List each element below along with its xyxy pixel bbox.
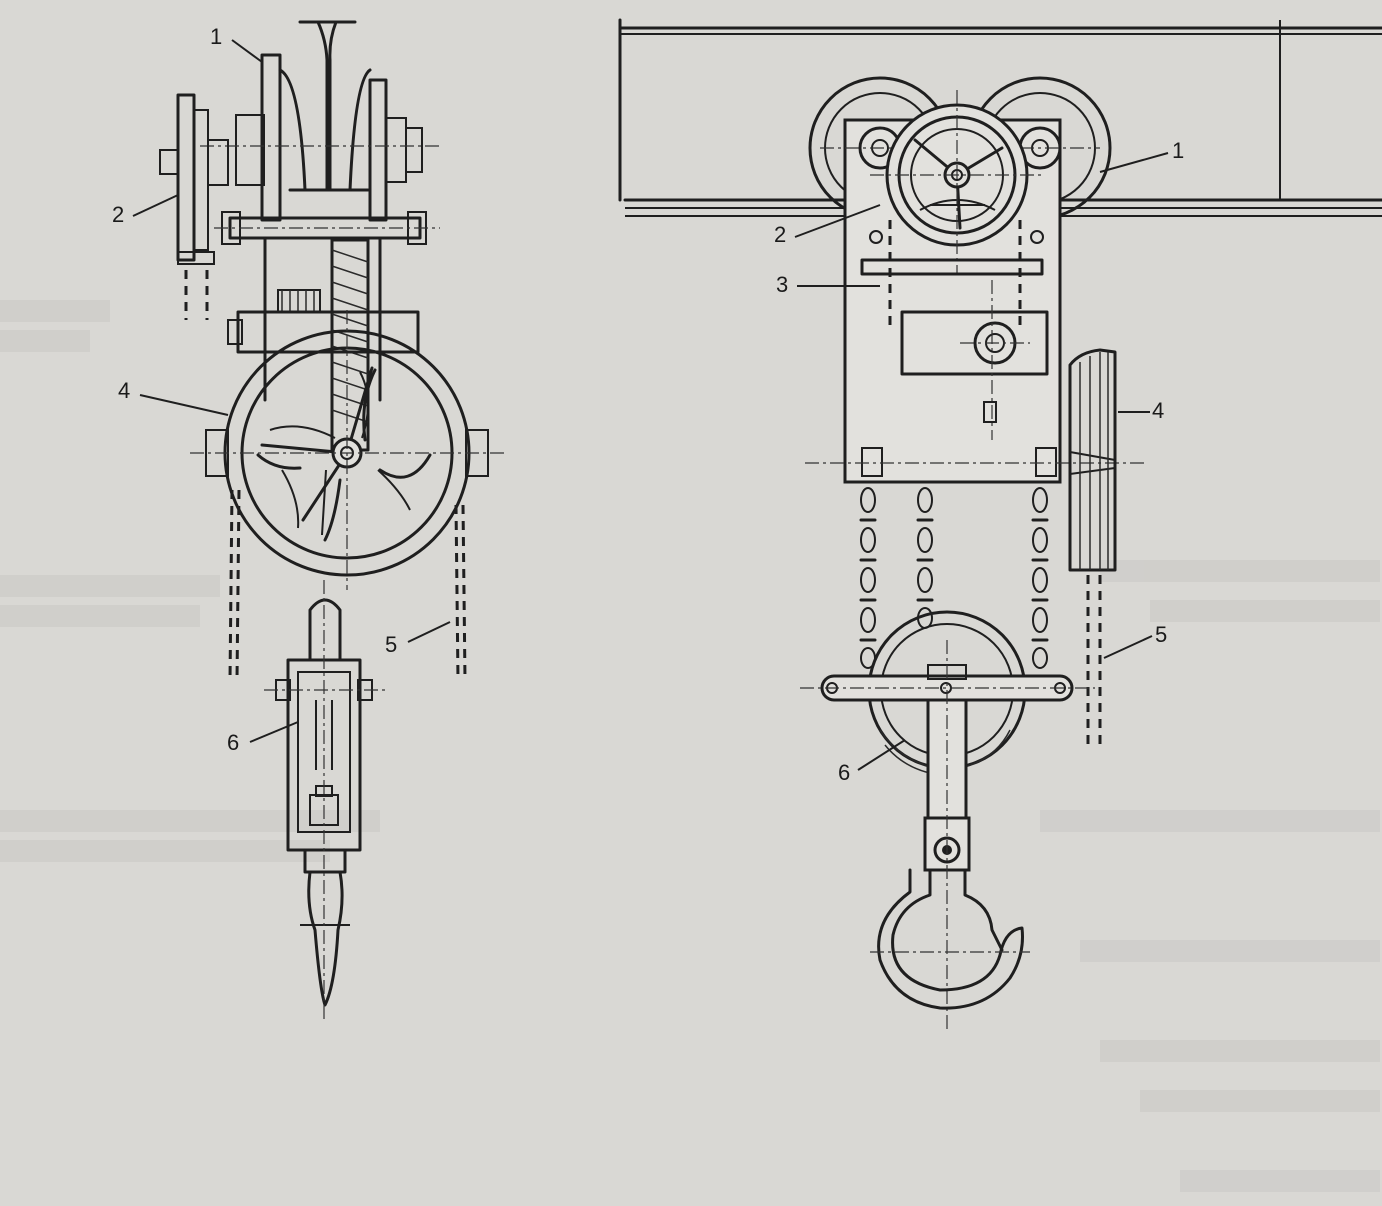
- label-2-right: 2: [774, 222, 786, 247]
- hook-front: [870, 868, 1030, 1010]
- hook-block: [264, 580, 385, 1020]
- label-1-right: 1: [1172, 138, 1184, 163]
- traverse-hand-wheel-front: [870, 90, 1045, 275]
- left-view-hoist: 1 2 4 5 6: [112, 20, 505, 1020]
- hand-chain-wheel: [190, 310, 505, 590]
- load-chains: [859, 487, 1049, 669]
- trolley-hand-wheel: [159, 93, 229, 320]
- load-chain-middle: [916, 487, 934, 629]
- label-5-right: 5: [1155, 622, 1167, 647]
- label-6-right: 6: [838, 760, 850, 785]
- hand-chain-wheel-edge: [1068, 348, 1117, 745]
- worm-screw: [227, 238, 420, 452]
- bleed-through-text: [0, 300, 1380, 1192]
- right-view-labels: 1 2 3 4 5 6: [774, 138, 1184, 785]
- crossbar: [860, 220, 1044, 330]
- gearbox: [900, 280, 1049, 440]
- label-2-left: 2: [112, 202, 124, 227]
- trolley-wheels: [200, 53, 440, 222]
- hook-block-front: [800, 610, 1095, 1030]
- label-6-left: 6: [227, 730, 239, 755]
- label-1-left: 1: [210, 24, 222, 49]
- right-view-hoist: 1 2 3 4 5 6: [618, 18, 1382, 1030]
- hand-chain: [228, 489, 467, 681]
- frame-axle: [214, 211, 440, 402]
- label-4-left: 4: [118, 378, 130, 403]
- load-chain-left: [859, 487, 877, 669]
- label-4-right: 4: [1152, 398, 1164, 423]
- label-3-right: 3: [776, 272, 788, 297]
- i-beam-rail-section: [288, 20, 370, 192]
- overhead-beam: [618, 18, 1382, 217]
- left-view-labels: 1 2 4 5 6: [112, 24, 451, 755]
- load-chain-right: [1031, 487, 1049, 669]
- label-5-left: 5: [385, 632, 397, 657]
